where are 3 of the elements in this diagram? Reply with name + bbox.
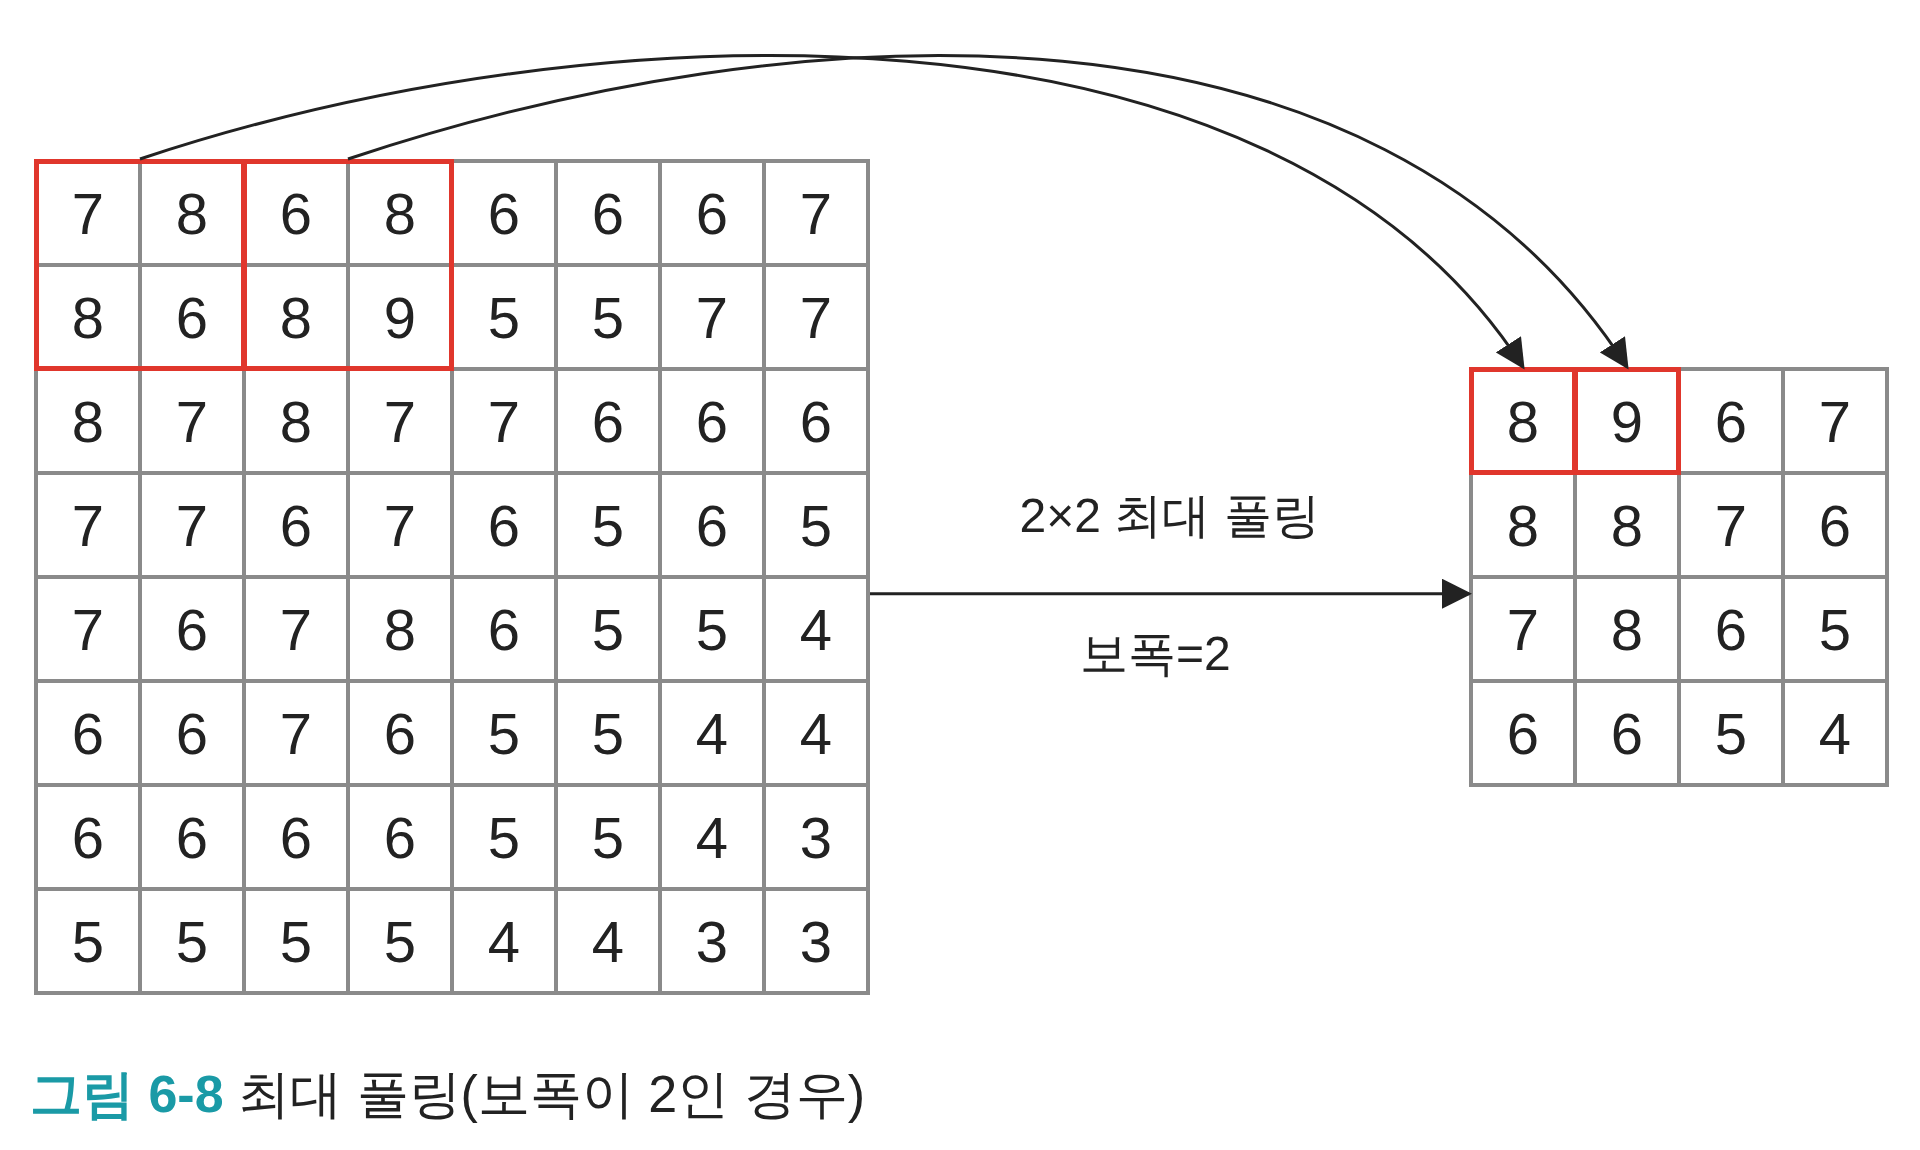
stride-label: 보폭=2 [1080, 626, 1231, 682]
edge-label: 2×2 최대 풀링 [1019, 487, 1320, 544]
figure-caption: 그림 6-8 최대 풀링(보폭이 2인 경우) [30, 1064, 865, 1125]
